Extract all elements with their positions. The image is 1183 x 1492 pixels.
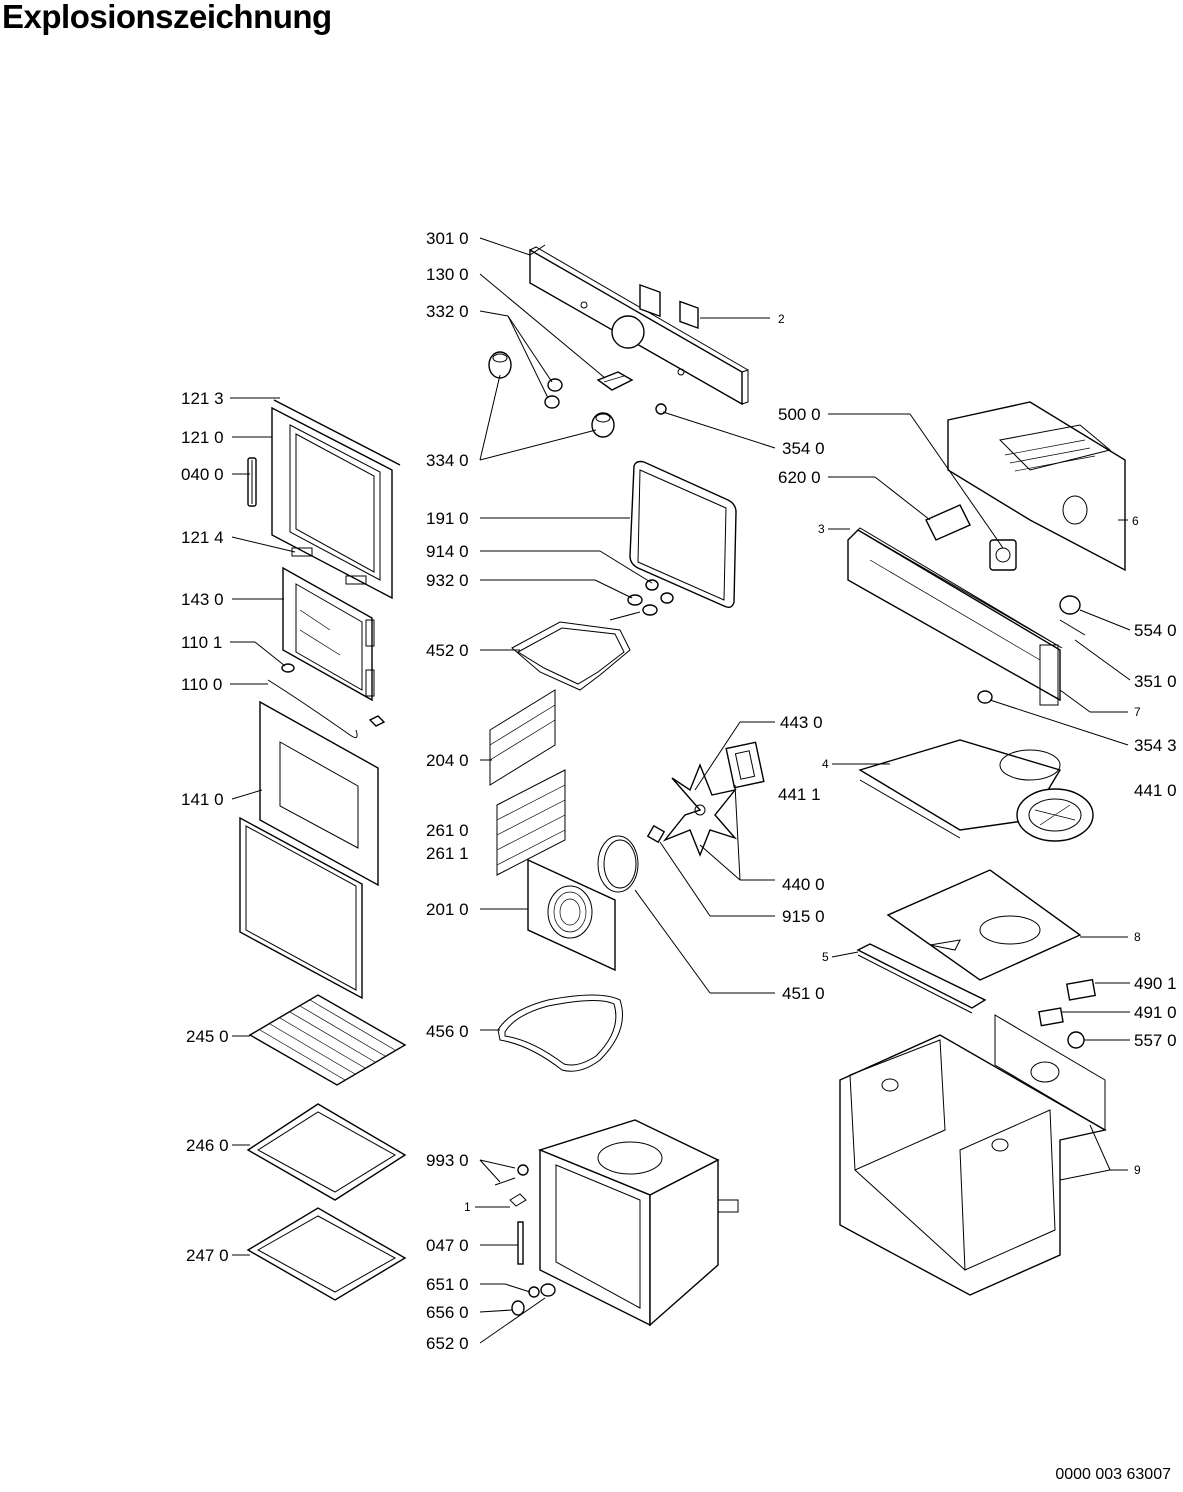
part-label: 110 0 (181, 675, 222, 694)
part-label: 441 1 (778, 785, 821, 804)
switches-and-lamp (1038, 978, 1096, 1049)
part-label: 554 0 (1134, 621, 1177, 640)
part-label: 047 0 (426, 1236, 469, 1255)
fan-blade (662, 763, 738, 857)
fan-cover (527, 858, 616, 972)
part-label: 354 0 (782, 439, 825, 458)
part-label: 354 3 (1134, 736, 1177, 755)
leader-lines (230, 237, 1131, 1344)
side-rail-upper (489, 689, 556, 786)
part-label: 9 (1134, 1163, 1141, 1177)
part-label: 301 0 (426, 229, 469, 248)
part-label: 334 0 (426, 451, 469, 470)
part-label: 932 0 (426, 571, 469, 590)
part-label: 201 0 (426, 900, 469, 919)
part-label: 130 0 (426, 265, 469, 284)
part-label: 656 0 (426, 1303, 469, 1322)
fan-nut (646, 824, 666, 844)
oven-housing (839, 1014, 1107, 1296)
part-label: 915 0 (782, 907, 825, 926)
door-frame (247, 399, 401, 600)
part-label: 6 (1132, 514, 1139, 528)
panel-clip (596, 371, 634, 391)
part-label: 351 0 (1134, 672, 1177, 691)
part-label: 557 0 (1134, 1031, 1177, 1050)
part-label: 5 (822, 950, 829, 964)
control-knobs (488, 351, 667, 438)
front-bracket (847, 527, 1063, 706)
part-label: 245 0 (186, 1027, 229, 1046)
part-label: 332 0 (426, 302, 469, 321)
part-label: 040 0 (181, 465, 224, 484)
top-deflector (858, 739, 1094, 842)
page-title: Explosionszeichnung (2, 0, 332, 35)
part-label: 141 0 (181, 790, 224, 809)
part-labels: 301 0 130 0 332 0 2 121 3 121 0 040 0 33… (181, 229, 1177, 1353)
part-label: 1 (464, 1200, 471, 1214)
part-label: 441 0 (1134, 781, 1177, 800)
fan-motor (725, 741, 765, 789)
part-label: 914 0 (426, 542, 469, 561)
part-label: 3 (818, 522, 825, 536)
part-label: 2 (778, 312, 785, 326)
part-label: 443 0 (780, 713, 823, 732)
oven-cavity (537, 1119, 739, 1327)
part-label: 456 0 (426, 1022, 469, 1041)
circular-element (597, 835, 639, 893)
part-label: 993 0 (426, 1151, 469, 1170)
deep-tray (246, 1207, 407, 1301)
part-label: 121 0 (181, 428, 224, 447)
thermostat-parts (977, 595, 1086, 704)
part-label: 491 0 (1134, 1003, 1177, 1022)
baking-tray (246, 1103, 407, 1201)
front-rail (856, 943, 987, 1014)
wire-rack (248, 994, 407, 1086)
grill-element (511, 611, 641, 691)
part-label: 191 0 (426, 509, 469, 528)
part-label: 246 0 (186, 1136, 229, 1155)
part-label: 247 0 (186, 1246, 229, 1265)
part-label: 652 0 (426, 1334, 469, 1353)
control-panel (529, 246, 749, 406)
part-label: 204 0 (426, 751, 469, 770)
small-fixing-parts (494, 1164, 556, 1316)
part-label: 4 (822, 757, 829, 771)
inner-door-frame (282, 566, 375, 702)
part-label: 651 0 (426, 1275, 469, 1294)
top-plate (886, 869, 1082, 981)
part-label: 440 0 (782, 875, 825, 894)
oven-gasket (629, 460, 737, 609)
door-glass-panels (239, 700, 379, 1000)
part-label: 620 0 (778, 468, 821, 487)
part-label: 121 3 (181, 389, 224, 408)
part-label: 261 0 (426, 821, 469, 840)
part-label: 121 4 (181, 528, 224, 547)
part-label: 110 1 (181, 633, 222, 652)
grill-fixings (627, 579, 674, 616)
part-label: 452 0 (426, 641, 469, 660)
document-number: 0000 003 63007 (1055, 1466, 1171, 1483)
terminal-and-switch (925, 504, 1017, 571)
part-label: 490 1 (1134, 974, 1177, 993)
part-label: 500 0 (778, 405, 821, 424)
side-rails-lower (496, 769, 566, 876)
part-label: 8 (1134, 930, 1141, 944)
bottom-heating-element (497, 994, 623, 1072)
part-label: 143 0 (181, 590, 224, 609)
rear-cover (947, 401, 1126, 572)
part-label: 261 1 (426, 844, 469, 863)
part-label: 7 (1134, 705, 1141, 719)
part-label: 451 0 (782, 984, 825, 1003)
